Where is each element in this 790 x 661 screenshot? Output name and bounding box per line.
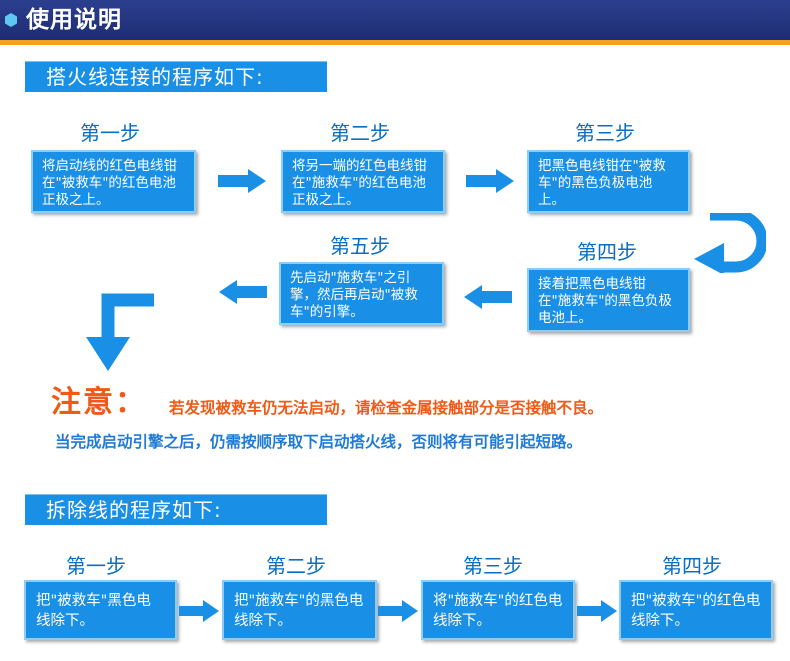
header-accent-line [0,40,790,45]
notice-heading: 注意： [51,385,147,420]
hexagon-bullet-icon [5,13,17,27]
remove-step-1-title: 第一步 [66,554,126,578]
connect-step-2-box: 将另一端的红色电线钳在"施救车"的红色电池正极之上。 [281,150,445,213]
remove-step-4-box: 把"被救车"的红色电线除下。 [619,580,773,640]
connect-step-4-box: 接着把黑色电线钳在"施救车"的黑色负极电池上。 [527,268,690,332]
notice-line-1: 若发现被救车仍无法启动，请检查金属接触部分是否接触不良。 [169,399,604,417]
u-turn-arrow-icon [694,213,766,273]
right-arrow-icon [179,600,219,622]
left-arrow-icon [464,285,512,309]
connect-step-5-box: 先启动"施救车"之引擎，然后再启动"被救车"的引擎。 [279,262,444,325]
connect-step-1-box: 将启动线的红色电线钳在"被救车"的红色电池正极之上。 [31,150,196,213]
remove-section-title: 拆除线的程序如下: [46,498,222,522]
page-header: 使用说明 [0,0,790,40]
remove-step-2-box: 把"施救车"的黑色电线除下。 [222,580,377,640]
right-arrow-icon [378,600,418,622]
page-title: 使用说明 [26,7,122,33]
remove-step-1-box: 把"被救车"黑色电线除下。 [24,580,177,640]
connect-step-3-box: 把黑色电线钳在"被救车"的黑色负极电池上。 [527,150,690,213]
left-arrow-icon [219,280,267,304]
connect-step-5-title: 第五步 [330,234,390,258]
remove-step-3-box: 将"施救车"的红色电线除下。 [421,580,575,640]
remove-step-4-title: 第四步 [662,554,722,578]
remove-section-title-bar: 拆除线的程序如下: [25,494,327,525]
remove-step-2-title: 第二步 [266,554,326,578]
connect-section-title-bar: 搭火线连接的程序如下: [25,61,327,92]
remove-step-3-title: 第三步 [463,554,523,578]
connect-step-1-title: 第一步 [80,121,140,145]
connect-step-2-title: 第二步 [330,121,390,145]
connect-section-title: 搭火线连接的程序如下: [46,65,264,89]
connect-step-4-title: 第四步 [577,240,637,264]
right-arrow-icon [218,169,266,193]
connect-step-3-title: 第三步 [575,121,635,145]
right-arrow-icon [466,169,514,193]
right-arrow-icon [577,600,617,622]
notice-line-2: 当完成启动引擎之后，仍需按顺序取下启动搭火线，否则将有可能引起短路。 [55,433,583,451]
corner-down-arrow-icon [86,293,154,371]
